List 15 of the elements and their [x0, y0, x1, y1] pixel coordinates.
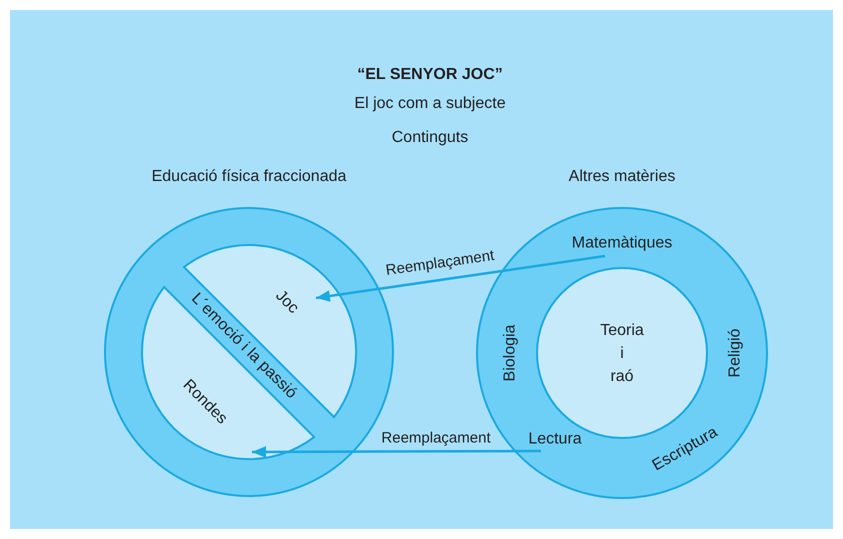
group-heading: Altres matèries: [568, 167, 676, 187]
diagram-title: “EL SENYOR JOC”: [357, 66, 503, 83]
edge-label: Reemplaçament: [384, 246, 496, 280]
subtitle: El joc com a subjecte: [354, 95, 506, 112]
center-label: Teoria i raó: [599, 320, 645, 386]
arrow: [316, 254, 606, 302]
subject-label: Religió: [726, 328, 744, 378]
section-label: Joc: [271, 286, 302, 318]
edge-label: Reemplaçament: [381, 430, 491, 446]
arrow: [252, 446, 541, 458]
subject-label: Lectura: [528, 430, 582, 448]
subject-label: Matemàtiques: [572, 234, 672, 252]
group-heading: Educació física fraccionada: [152, 167, 346, 187]
subtitle: Continguts: [392, 129, 468, 146]
subject-label: Biologia: [500, 324, 520, 382]
